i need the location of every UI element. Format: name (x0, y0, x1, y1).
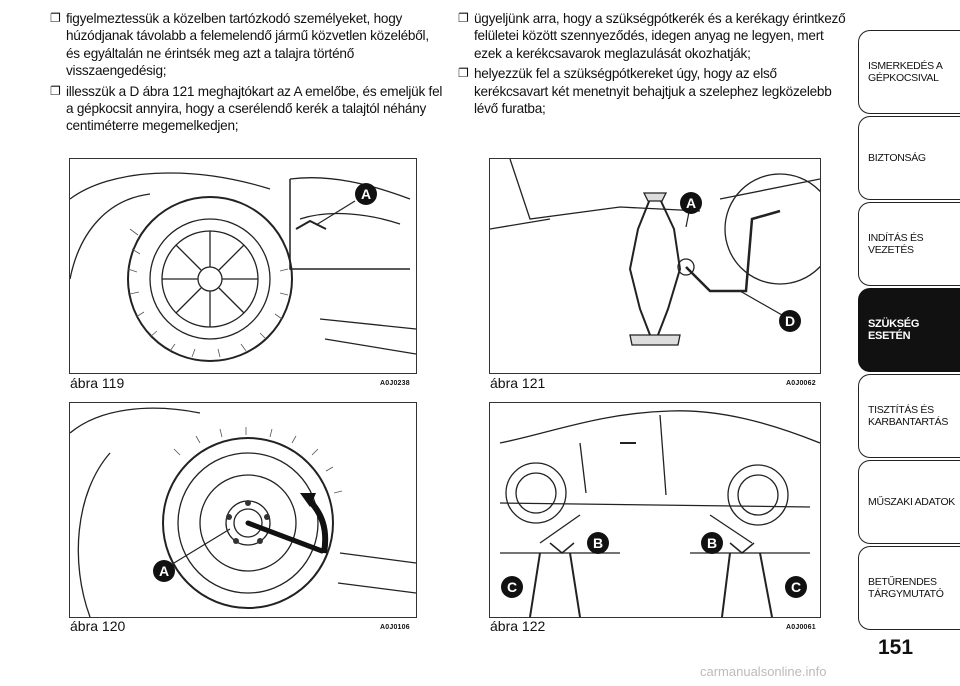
figure-119-code: A0J0238 (380, 380, 410, 387)
callout-c-right: C (791, 579, 801, 595)
tab-biztonsag[interactable]: BIZTONSÁG (858, 116, 960, 200)
tab-szukseg-eseten[interactable]: SZÜKSÉG ESETÉN (858, 288, 960, 372)
figure-119-jack-position: A (69, 158, 417, 374)
tab-muszaki-adatok[interactable]: MŰSZAKI ADATOK (858, 460, 960, 544)
tab-label: ISMERKEDÉS A GÉPKOCSIVAL (868, 60, 943, 84)
instruction-text: ügyeljünk arra, hogy a szükségpótkerék é… (474, 11, 846, 61)
figure-121-illustration: A D (490, 159, 820, 346)
left-text-column: ❐ figyelmeztessük a közelben tartózkodó … (50, 10, 445, 138)
tab-label: TISZTÍTÁS ÉS KARBANTARTÁS (868, 404, 949, 428)
callout-a: A (686, 195, 696, 211)
callout-b-left: B (593, 535, 603, 551)
watermark: carmanualsonline.info (700, 664, 827, 679)
instruction-bullet: ❐ ügyeljünk arra, hogy a szükségpótkerék… (458, 10, 848, 62)
checkbox-bullet-icon: ❐ (458, 11, 469, 25)
callout-a: A (361, 186, 371, 202)
figure-121-caption: ábra 121 (490, 375, 546, 391)
callout-b-right: B (707, 535, 717, 551)
instruction-text: figyelmeztessük a közelben tartózkodó sz… (66, 11, 429, 79)
figure-119-caption: ábra 119 (70, 375, 125, 391)
checkbox-bullet-icon: ❐ (50, 11, 61, 25)
figure-122-code: A0J0061 (786, 624, 816, 631)
tab-label: INDÍTÁS ÉS VEZETÉS (868, 232, 924, 256)
instruction-text: illesszük a D ábra 121 meghajtókart az A… (66, 83, 443, 134)
right-text-column: ❐ ügyeljünk arra, hogy a szükségpótkerék… (458, 10, 848, 120)
callout-d: D (785, 313, 795, 329)
figure-121-code: A0J0062 (786, 380, 816, 387)
figure-122-jack-points: B C B C (489, 402, 821, 618)
tab-tisztitas[interactable]: TISZTÍTÁS ÉS KARBANTARTÁS (858, 374, 960, 458)
figure-120-wheel-bolts: A (69, 402, 417, 618)
tab-label: BIZTONSÁG (868, 152, 926, 164)
figure-120-illustration: A (70, 407, 416, 617)
tab-targymutato[interactable]: BETŰRENDES TÁRGYMUTATÓ (858, 546, 960, 630)
checkbox-bullet-icon: ❐ (458, 66, 469, 81)
callout-c-left: C (507, 579, 517, 595)
figure-122-caption: ábra 122 (490, 618, 546, 634)
checkbox-bullet-icon: ❐ (50, 83, 61, 98)
tab-inditas[interactable]: INDÍTÁS ÉS VEZETÉS (858, 202, 960, 286)
page-number: 151 (878, 636, 914, 659)
figure-122-illustration: B C B C (499, 410, 820, 617)
figure-119-illustration: A (70, 172, 416, 362)
tab-label: SZÜKSÉG ESETÉN (868, 318, 920, 342)
tab-label: MŰSZAKI ADATOK (868, 496, 956, 508)
figure-120-caption: ábra 120 (70, 618, 126, 634)
callout-a: A (159, 563, 169, 579)
figure-121-jack-handle: A D (489, 158, 821, 374)
figure-120-code: A0J0106 (380, 624, 410, 631)
instruction-text: helyezzük fel a szükségpótkereket úgy, h… (474, 66, 832, 117)
instruction-bullet: ❐ helyezzük fel a szükségpótkereket úgy,… (458, 65, 848, 117)
tab-ismerkedes[interactable]: ISMERKEDÉS A GÉPKOCSIVAL (858, 30, 960, 114)
tab-label: BETŰRENDES TÁRGYMUTATÓ (868, 576, 944, 600)
instruction-bullet: ❐ illesszük a D ábra 121 meghajtókart az… (50, 83, 445, 135)
instruction-bullet: ❐ figyelmeztessük a közelben tartózkodó … (50, 10, 445, 80)
